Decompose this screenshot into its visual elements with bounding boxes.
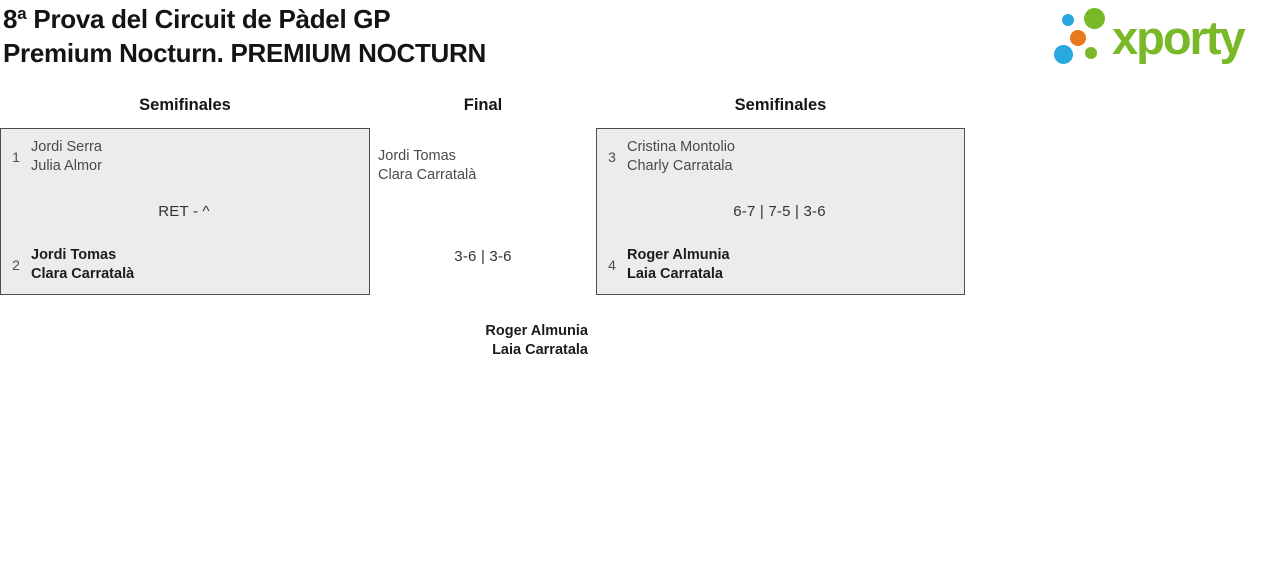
team-row: 1 Jordi Serra Julia Almor bbox=[7, 138, 361, 176]
player-name: Clara Carratalà bbox=[31, 266, 135, 282]
player-name: Jordi Tomas bbox=[378, 148, 456, 164]
final-winner: Roger Almunia Laia Carratala bbox=[485, 322, 588, 360]
team-names: Cristina Montolio Charly Carratala bbox=[627, 138, 735, 176]
logo-wordmark: xporty bbox=[1112, 11, 1246, 64]
player-name: Charly Carratala bbox=[627, 158, 733, 174]
team-row: 3 Cristina Montolio Charly Carratala bbox=[603, 138, 956, 176]
logo-dot-icon bbox=[1085, 47, 1097, 59]
logo-dot-icon bbox=[1070, 30, 1086, 46]
match-score: RET - ^ bbox=[158, 202, 210, 220]
seed-number: 1 bbox=[12, 149, 20, 165]
seed-number: 4 bbox=[608, 257, 616, 273]
player-name: Jordi Serra bbox=[31, 139, 102, 155]
logo-dot-icon bbox=[1054, 45, 1073, 64]
team-names-winner: Roger Almunia Laia Carratala bbox=[627, 246, 730, 284]
player-name: Cristina Montolio bbox=[627, 139, 735, 155]
round-header-semifinals-left: Semifinales bbox=[139, 96, 231, 114]
team-names: Jordi Serra Julia Almor bbox=[31, 138, 102, 176]
logo-dot-icon bbox=[1084, 8, 1105, 29]
team-row: 4 Roger Almunia Laia Carratala bbox=[603, 246, 956, 284]
player-name: Clara Carratalà bbox=[378, 167, 477, 183]
tournament-category: Premium Nocturn. PREMIUM NOCTURN bbox=[3, 38, 486, 68]
final-match-score: 3-6 | 3-6 bbox=[454, 248, 512, 265]
page-title: 8ª Prova del Circuit de Pàdel GP Premium… bbox=[3, 2, 486, 70]
seed-number: 3 bbox=[608, 149, 616, 165]
team-names-winner: Jordi Tomas Clara Carratalà bbox=[31, 246, 134, 284]
match-box-semifinal-left[interactable]: 1 Jordi Serra Julia Almor RET - ^ 2 Jord… bbox=[0, 128, 370, 295]
player-name: Jordi Tomas bbox=[31, 247, 117, 263]
match-score: 6-7 | 7-5 | 3-6 bbox=[733, 202, 826, 220]
final-finalist-left: Jordi Tomas Clara Carratalà bbox=[378, 147, 476, 185]
player-name: Julia Almor bbox=[31, 158, 102, 174]
tournament-name: 8ª Prova del Circuit de Pàdel GP bbox=[3, 4, 391, 34]
round-header-final: Final bbox=[463, 96, 503, 114]
logo-dot-icon bbox=[1062, 14, 1074, 26]
player-name: Roger Almunia bbox=[485, 323, 588, 339]
match-box-semifinal-right[interactable]: 3 Cristina Montolio Charly Carratala 6-7… bbox=[596, 128, 965, 295]
seed-number: 2 bbox=[12, 257, 20, 273]
xporty-logo[interactable]: xporty bbox=[1048, 4, 1276, 70]
round-header-semifinals-right: Semifinales bbox=[734, 96, 827, 114]
player-name: Laia Carratala bbox=[627, 266, 723, 282]
player-name: Laia Carratala bbox=[492, 342, 588, 358]
player-name: Roger Almunia bbox=[627, 247, 730, 263]
team-row: 2 Jordi Tomas Clara Carratalà bbox=[7, 246, 361, 284]
